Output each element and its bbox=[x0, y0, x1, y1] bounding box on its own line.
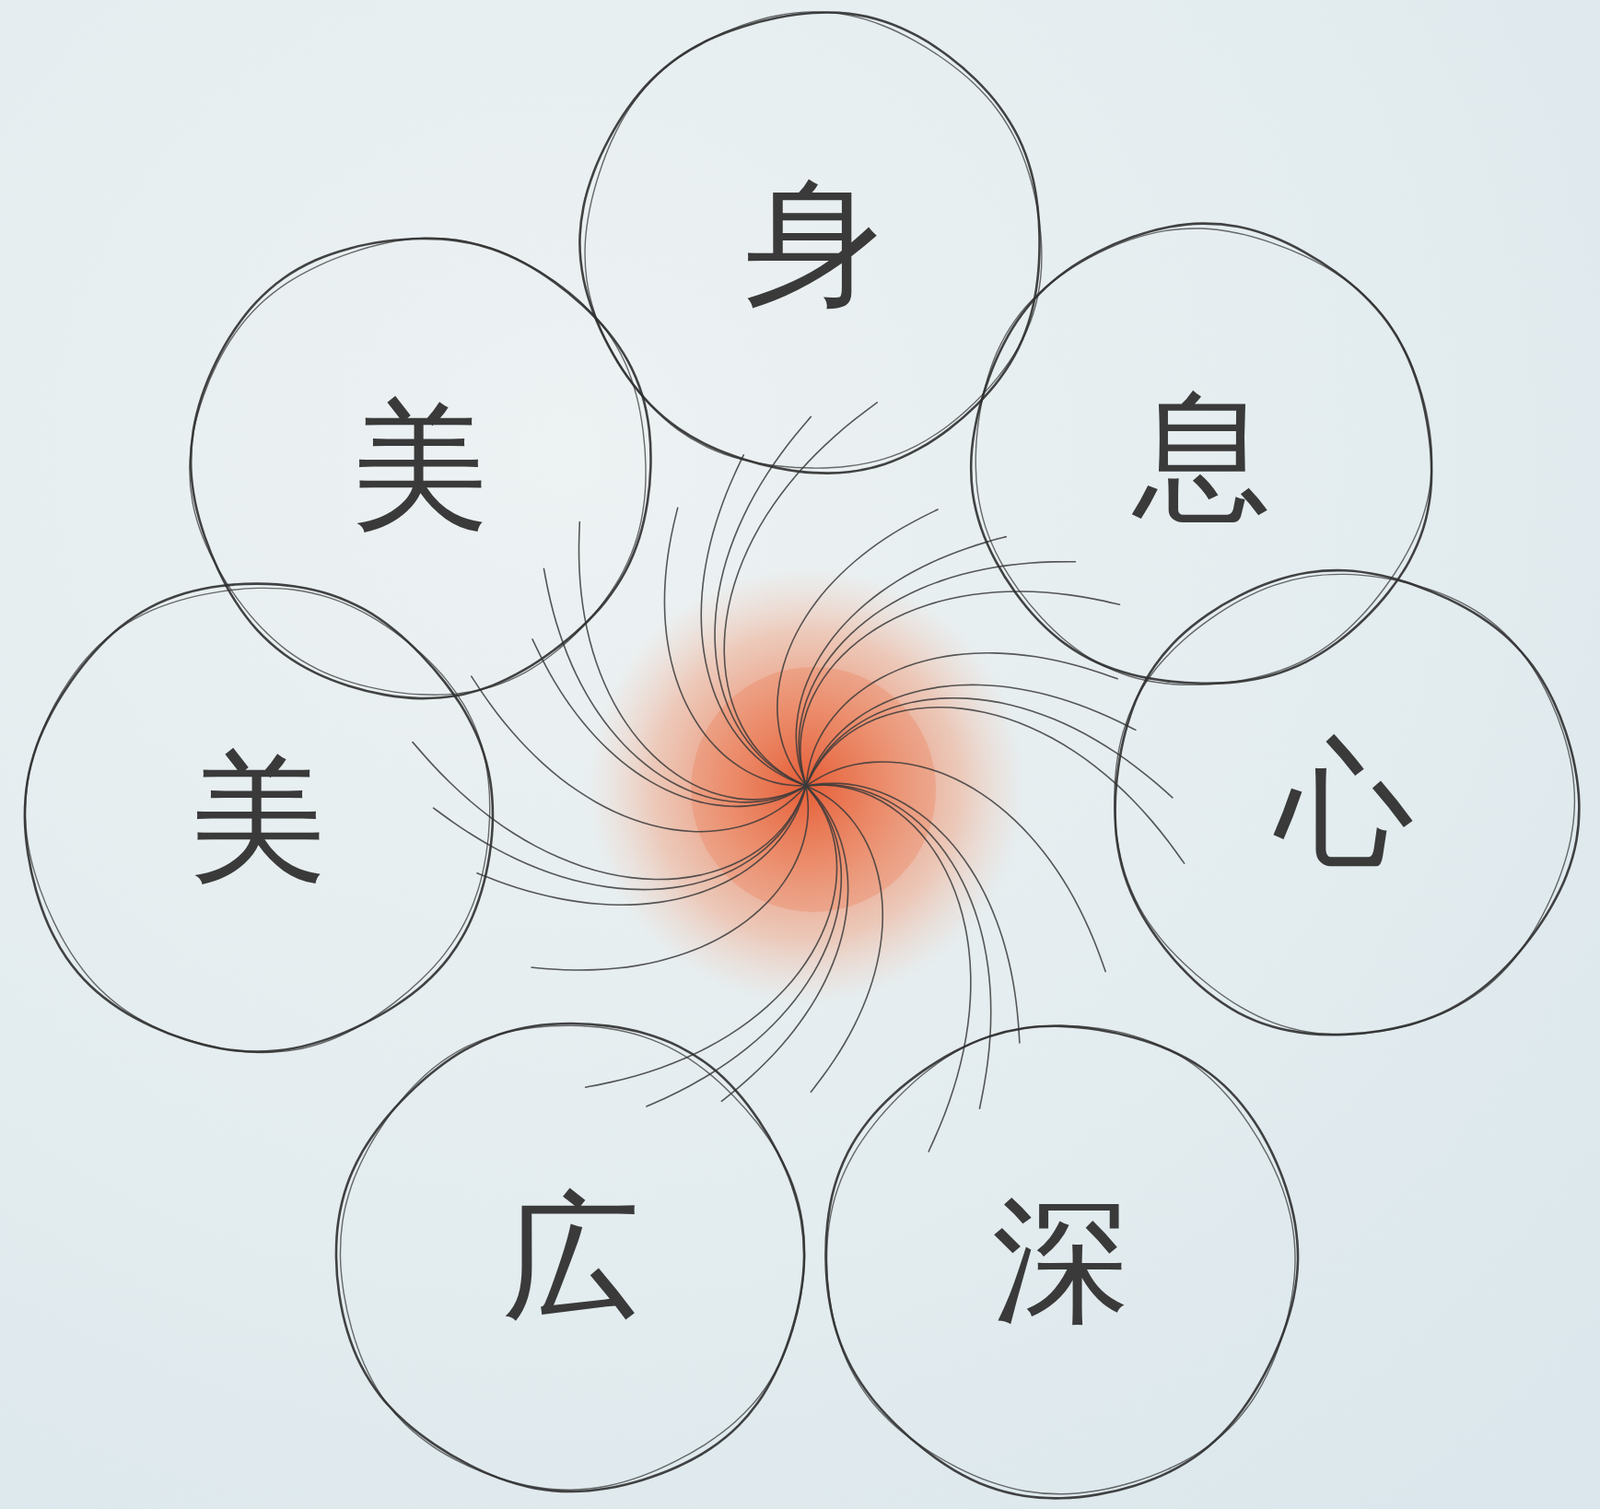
circle-stroke bbox=[825, 1026, 1298, 1499]
circle-node: 心 bbox=[1109, 568, 1580, 1039]
circle-label: 息 bbox=[1132, 386, 1272, 526]
swirl-line bbox=[579, 522, 807, 800]
swirl-line bbox=[412, 742, 806, 880]
circle-node: 美 bbox=[21, 581, 495, 1055]
swirl-line bbox=[531, 785, 808, 970]
circle-stroke bbox=[24, 583, 493, 1052]
circle-node: 広 bbox=[334, 1020, 808, 1495]
circle-stroke bbox=[1115, 570, 1580, 1035]
swirl-line bbox=[805, 782, 1020, 1043]
circle-node: 深 bbox=[822, 1021, 1300, 1499]
circle-stroke bbox=[826, 1025, 1295, 1494]
swirl-line bbox=[700, 455, 806, 786]
circle-label: 広 bbox=[502, 1188, 641, 1327]
swirl-line bbox=[477, 785, 806, 905]
circle-label: 美 bbox=[188, 748, 328, 888]
swirl-lines bbox=[412, 402, 1185, 1152]
circle-stroke bbox=[584, 11, 1042, 468]
circle-stroke bbox=[336, 1023, 805, 1492]
circle-label: 身 bbox=[744, 174, 883, 313]
swirl-line bbox=[646, 785, 841, 1107]
circle-node: 美 bbox=[187, 233, 654, 700]
swirl-line bbox=[805, 653, 1118, 786]
circle-label: 心 bbox=[1275, 734, 1414, 873]
circle-node: 身 bbox=[580, 10, 1046, 476]
circle-label: 美 bbox=[350, 397, 490, 536]
swirl-line bbox=[805, 761, 1106, 971]
swirl-line bbox=[800, 591, 1121, 786]
circle-stroke bbox=[25, 588, 491, 1053]
circle-stroke bbox=[1114, 573, 1576, 1035]
swirl-line bbox=[471, 676, 806, 832]
circle-label: 深 bbox=[992, 1191, 1131, 1330]
circle-stroke bbox=[190, 238, 651, 699]
swirl-line bbox=[664, 507, 806, 786]
circle-stroke bbox=[189, 237, 646, 695]
swirl-line bbox=[777, 509, 938, 786]
swirl-line bbox=[805, 785, 883, 1092]
swirl-line bbox=[805, 707, 1185, 864]
swirl-line bbox=[798, 561, 1075, 786]
circle-stroke bbox=[340, 1025, 806, 1490]
